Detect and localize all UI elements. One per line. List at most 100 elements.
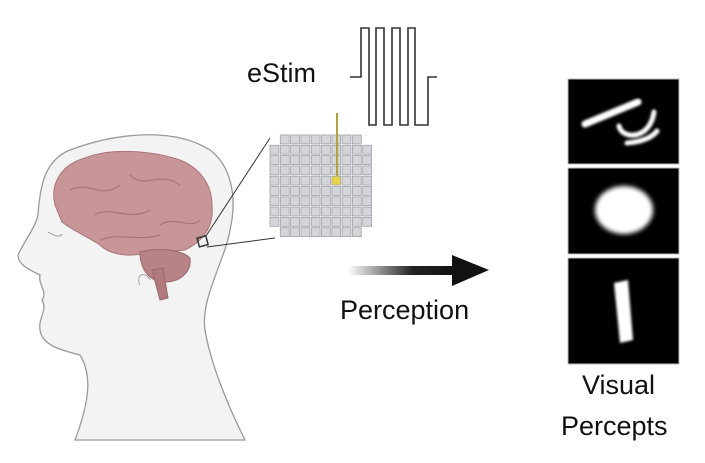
electrode [321, 175, 331, 186]
electrode [351, 165, 362, 176]
implant-site-marker [196, 234, 210, 248]
electrode [362, 155, 373, 165]
electrode [269, 144, 280, 155]
electrode [300, 196, 311, 207]
electrode [310, 186, 321, 196]
electrode [341, 144, 352, 155]
brain-illustration [53, 151, 213, 301]
electrode [300, 227, 311, 237]
electrode [341, 165, 352, 176]
pulse-waveform [350, 27, 437, 126]
electrode [321, 144, 331, 155]
electrode [341, 186, 352, 196]
electrode [279, 155, 290, 165]
zoom-line-bottom [206, 237, 276, 248]
electrode [300, 206, 311, 217]
electrode [351, 227, 362, 237]
electrode [269, 155, 280, 165]
visual-percepts-label-line2: Percepts [561, 411, 668, 441]
electrode [351, 196, 362, 207]
electrode [341, 227, 352, 237]
electrode [351, 144, 362, 155]
electrode [351, 216, 362, 227]
cerebrum [53, 151, 213, 256]
electrode [279, 134, 290, 145]
ear-icon [138, 274, 151, 286]
electrode [290, 155, 300, 165]
electrode [331, 216, 342, 227]
electrode [279, 144, 290, 155]
electrode [290, 165, 300, 176]
eye-icon [47, 231, 63, 237]
electrode [321, 206, 331, 217]
zoom-line-top [205, 137, 271, 237]
electrode [362, 186, 373, 196]
electrode [269, 196, 280, 207]
electrode [290, 196, 300, 207]
electrode [279, 165, 290, 176]
electrode [269, 206, 280, 217]
perception-arrow [348, 255, 489, 286]
electrode [341, 196, 352, 207]
visual-percepts-label-line1: Visual [582, 370, 656, 400]
electrode [279, 227, 290, 237]
electrode [300, 134, 311, 145]
electrode [351, 155, 362, 165]
electrode [290, 175, 300, 186]
electrode [321, 216, 331, 227]
electrode [331, 196, 342, 207]
electrode [290, 206, 300, 217]
electrode [290, 216, 300, 227]
electrode [362, 196, 373, 207]
electrode [300, 144, 311, 155]
electrode [341, 216, 352, 227]
electrode-grid [269, 134, 373, 237]
electrode [290, 134, 300, 145]
electrode [290, 186, 300, 196]
electrode [310, 165, 321, 176]
electrode [300, 186, 311, 196]
estim-label: eStim [247, 58, 317, 88]
electrode [279, 206, 290, 217]
electrode [351, 206, 362, 217]
percept-panel-2 [567, 167, 680, 255]
electrode [362, 216, 373, 227]
electrode [310, 206, 321, 217]
electrode [300, 165, 311, 176]
brainstem [151, 267, 169, 301]
electrode [300, 175, 311, 186]
electrode [269, 216, 280, 227]
electrode [362, 175, 373, 186]
perception-label: Perception [340, 295, 470, 325]
electrode [331, 206, 342, 217]
electrode [279, 175, 290, 186]
electrode [310, 227, 321, 237]
electrode [362, 206, 373, 217]
electrode [351, 134, 362, 145]
electrode [351, 186, 362, 196]
electrode [321, 227, 331, 237]
electrode [341, 206, 352, 217]
percept-panel-1 [567, 78, 680, 165]
electrode [279, 196, 290, 207]
electrode [269, 165, 280, 176]
electrode [279, 216, 290, 227]
electrode [300, 216, 311, 227]
brain-folds [69, 174, 201, 241]
active-electrode [331, 175, 342, 186]
electrode [310, 196, 321, 207]
electrode [321, 155, 331, 165]
electrode [362, 165, 373, 176]
electrode [310, 134, 321, 145]
electrode [341, 155, 352, 165]
electrode [310, 144, 321, 155]
electrode [310, 216, 321, 227]
electrode [351, 175, 362, 186]
electrode [341, 134, 352, 145]
electrode [321, 165, 331, 176]
electrode [331, 227, 342, 237]
electrode [321, 134, 331, 145]
percept-panel-3 [567, 257, 680, 365]
